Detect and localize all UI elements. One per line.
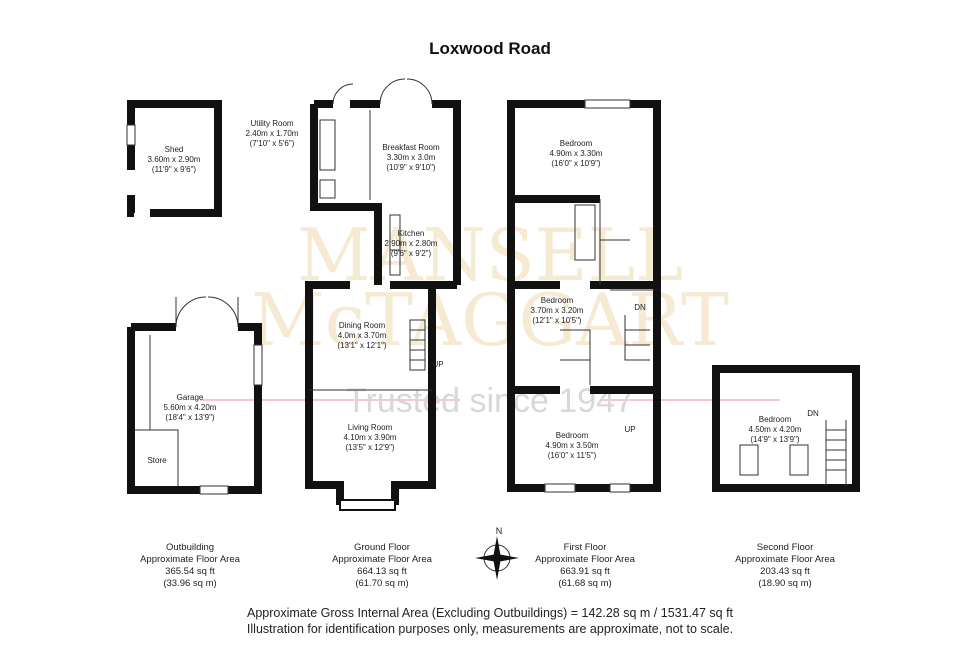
caption-text: Approximate Floor Area	[332, 554, 433, 565]
caption-text: Outbuilding	[166, 542, 214, 553]
floor-area-outbuilding: Outbuilding Approximate Floor Area 365.5…	[140, 542, 241, 589]
room-imperial: (14'9" x 13'9")	[750, 435, 800, 444]
watermark-line3: Trusted since 1947	[346, 382, 634, 420]
caption-text: (61.68 sq m)	[558, 578, 611, 589]
room-imperial: (10'9" x 9'10")	[386, 163, 436, 172]
stairs-up-label: UP	[432, 360, 443, 369]
caption-text: Approximate Floor Area	[535, 554, 636, 565]
disclaimer-text: Illustration for identification purposes…	[247, 622, 733, 636]
room-label: Utility Room	[250, 119, 293, 128]
room-imperial: (12'1" x 10'5")	[532, 316, 582, 325]
room-imperial: (13'5" x 12'9")	[345, 443, 395, 452]
caption-text: (33.96 sq m)	[163, 578, 216, 589]
room-imperial: (13'1" x 12'1")	[337, 341, 387, 350]
room-imperial: (11'9" x 9'6")	[152, 165, 196, 174]
room-imperial: (9'6" x 9'2")	[391, 249, 432, 258]
caption-text: 203.43 sq ft	[760, 566, 810, 577]
floor-area-second: Second Floor Approximate Floor Area 203.…	[735, 542, 836, 589]
room-metric: 5.60m x 4.20m	[164, 403, 217, 412]
room-label: Shed	[165, 145, 184, 154]
room-metric: 2.40m x 1.70m	[246, 129, 299, 138]
shed-plan: Shed 3.60m x 2.90m (11'9" x 9'6")	[126, 100, 222, 217]
stairs-down-label: DN	[634, 303, 646, 312]
room-metric: 4.10m x 3.90m	[344, 433, 397, 442]
room-label: Bedroom	[560, 139, 593, 148]
room-label: Kitchen	[398, 229, 425, 238]
stairs-up-label: UP	[624, 425, 635, 434]
room-label: Bedroom	[556, 431, 589, 440]
room-metric: 3.30m x 3.0m	[387, 153, 436, 162]
room-label: Garage	[177, 393, 204, 402]
watermark: MANSELL McTAGGART Trusted since 1947	[200, 213, 780, 420]
room-metric: 4.90m x 3.50m	[546, 441, 599, 450]
room-label: Living Room	[348, 423, 393, 432]
floor-area-ground: Ground Floor Approximate Floor Area 664.…	[332, 542, 433, 589]
room-label: Bedroom	[541, 296, 574, 305]
room-label: Bedroom	[759, 415, 792, 424]
page-title: Loxwood Road	[429, 39, 551, 58]
watermark-line2: McTAGGART	[251, 278, 729, 362]
caption-text: Approximate Floor Area	[140, 554, 241, 565]
room-imperial: (16'0" x 11'5")	[548, 451, 597, 460]
caption-text: Approximate Floor Area	[735, 554, 836, 565]
room-label: Dining Room	[339, 321, 386, 330]
room-metric: 3.70m x 3.20m	[531, 306, 584, 315]
caption-text: 664.13 sq ft	[357, 566, 407, 577]
room-imperial: (7'10" x 5'6")	[250, 139, 295, 148]
caption-text: (61.70 sq m)	[355, 578, 408, 589]
room-metric: 3.60m x 2.90m	[148, 155, 201, 164]
first-floor-plan: Bedroom 4.90m x 3.30m (16'0" x 10'9") Be…	[507, 99, 661, 493]
caption-text: 663.91 sq ft	[560, 566, 610, 577]
gross-area-text: Approximate Gross Internal Area (Excludi…	[247, 606, 734, 620]
caption-text: Second Floor	[757, 542, 814, 553]
second-floor-plan: Bedroom 4.50m x 4.20m (14'9" x 13'9") DN	[712, 365, 860, 492]
caption-text: (18.90 sq m)	[758, 578, 811, 589]
stairs-down-label: DN	[807, 409, 819, 418]
room-metric: 4.90m x 3.30m	[550, 149, 603, 158]
room-metric: 4.50m x 4.20m	[749, 425, 802, 434]
compass-icon: N	[475, 526, 519, 580]
caption-text: Ground Floor	[354, 542, 410, 553]
caption-text: First Floor	[564, 542, 607, 553]
room-label: Store	[147, 456, 167, 465]
floor-area-first: First Floor Approximate Floor Area 663.9…	[535, 542, 636, 589]
compass-north-label: N	[496, 526, 503, 536]
room-label: Breakfast Room	[382, 143, 440, 152]
room-metric: 2.90m x 2.80m	[385, 239, 438, 248]
garage-plan: Garage 5.60m x 4.20m (18'4" x 13'9") Sto…	[127, 296, 263, 495]
ground-floor-plan: Utility Room 2.40m x 1.70m (7'10" x 5'6"…	[246, 78, 461, 511]
room-imperial: (16'0" x 10'9")	[551, 159, 601, 168]
caption-text: 365.54 sq ft	[165, 566, 215, 577]
room-metric: 4.0m x 3.70m	[338, 331, 387, 340]
room-imperial: (18'4" x 13'9")	[165, 413, 215, 422]
